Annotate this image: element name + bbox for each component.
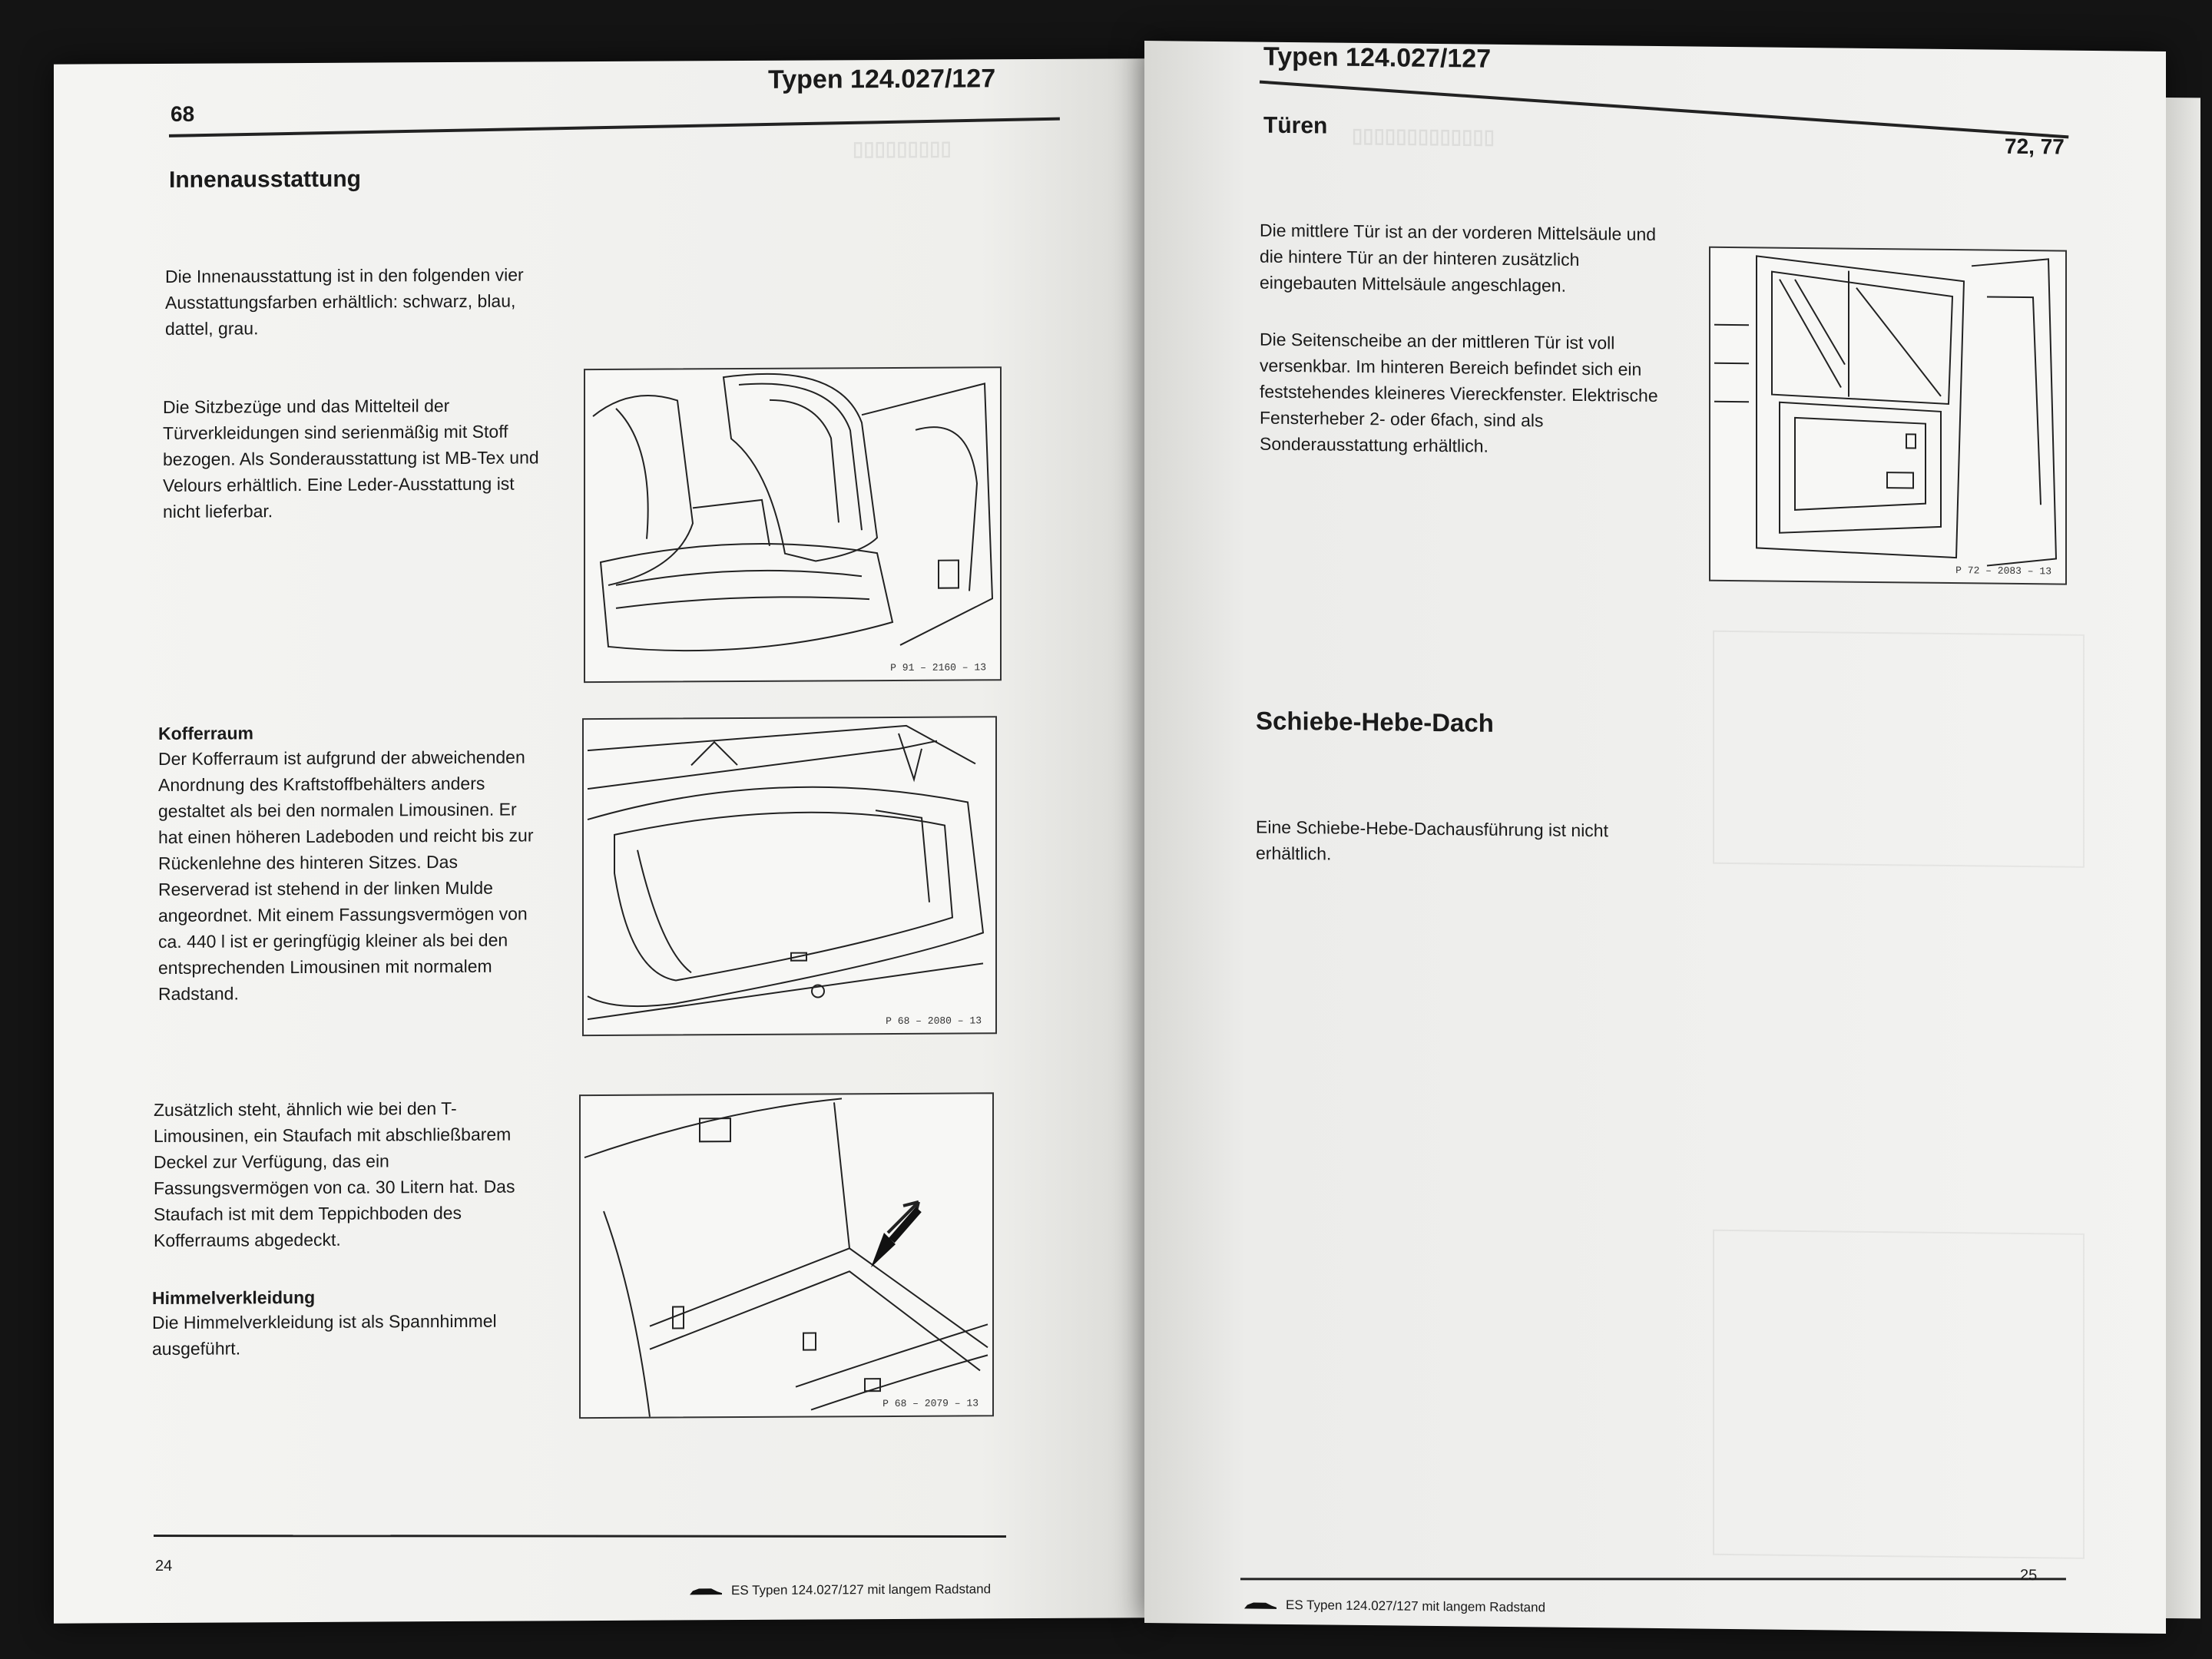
- shd-heading: Schiebe-Hebe-Dach: [1256, 706, 1494, 737]
- door-fig-code: P 72 – 2083 – 13: [1955, 565, 2051, 578]
- show-through-figure-2: [1713, 1229, 2085, 1559]
- show-through-figure: [1713, 630, 2085, 868]
- himmel-heading: Himmelverkleidung: [152, 1286, 316, 1309]
- car-icon: [690, 1588, 722, 1594]
- kofferraum-text: Der Kofferraum ist aufgrund der abweiche…: [158, 747, 534, 1005]
- show-through-text: ▯▯▯▯▯▯▯▯▯: [853, 136, 952, 161]
- left-page-number-bottom: 24: [155, 1557, 173, 1575]
- fig2-code: P 68 – 2080 – 13: [886, 1015, 982, 1028]
- left-footer-rule: [153, 1535, 1006, 1538]
- door-drawing: [1714, 255, 2058, 567]
- right-footer-text: ES Typen 124.027/127 mit langem Radstand: [1286, 1597, 1546, 1615]
- left-page-number-top: 68: [171, 101, 195, 126]
- left-section-title: Innenausstattung: [169, 166, 362, 193]
- car-icon: [1244, 1602, 1277, 1609]
- left-footer-text: ES Typen 124.027/127 mit langem Radstand: [731, 1581, 992, 1598]
- right-para-windows: Die Seitenscheibe an der mittleren Tür i…: [1260, 329, 1658, 456]
- right-footer-rule: [1240, 1578, 2066, 1581]
- left-header-rule: [168, 117, 1060, 137]
- staufach-text: Zusätzlich steht, ähnlich wie bei den T-…: [154, 1098, 515, 1251]
- right-section-title: Türen: [1263, 112, 1328, 139]
- fig1-code: P 91 – 2160 – 13: [890, 661, 986, 674]
- storage-drawing: [584, 1098, 988, 1417]
- left-para-colors: Die Innenausstattung ist in den folgende…: [165, 264, 524, 339]
- trunk-drawing: [587, 724, 985, 1021]
- trunk-illustration: P 68 – 2080 – 13: [582, 716, 997, 1037]
- right-para-doors: Die mittlere Tür ist an der vorderen Mit…: [1260, 220, 1657, 296]
- right-page: ▯▯▯▯▯▯▯▯▯▯▯▯▯ Typen 124.027/127 Türen 72…: [1144, 41, 2200, 1634]
- left-para-upholstery: Die Sitzbezüge und das Mittelteil der Tü…: [163, 396, 539, 522]
- left-header-title: Typen 124.027/127: [768, 64, 996, 94]
- interior-seat-illustration: P 91 – 2160 – 13: [584, 366, 1002, 684]
- fig3-code: P 68 – 2079 – 13: [882, 1397, 979, 1410]
- seat-drawing: [592, 373, 994, 652]
- left-footer-line: ES Typen 124.027/127 mit langem Radstand: [688, 1581, 991, 1598]
- shd-text: Eine Schiebe-Hebe-Dachausführung ist nic…: [1256, 816, 1608, 864]
- left-page: ▯▯▯▯▯▯▯▯▯ Typen 124.027/127 68 Innenauss…: [54, 58, 1144, 1624]
- right-footer-line: ES Typen 124.027/127 mit langem Radstand: [1243, 1597, 1545, 1615]
- page-edge: [2166, 97, 2200, 1619]
- right-page-refs: 72, 77: [2005, 134, 2065, 159]
- storage-compartment-illustration: P 68 – 2079 – 13: [579, 1092, 994, 1419]
- kofferraum-heading: Kofferraum: [158, 723, 253, 744]
- rear-door-illustration: P 72 – 2083 – 13: [1709, 246, 2067, 585]
- himmel-text: Die Himmelverkleidung ist als Spannhimme…: [152, 1310, 497, 1359]
- show-through-text-right: ▯▯▯▯▯▯▯▯▯▯▯▯▯: [1352, 123, 1495, 148]
- right-header-title: Typen 124.027/127: [1263, 41, 1492, 74]
- right-page-number-bottom: 25: [2020, 1566, 2038, 1584]
